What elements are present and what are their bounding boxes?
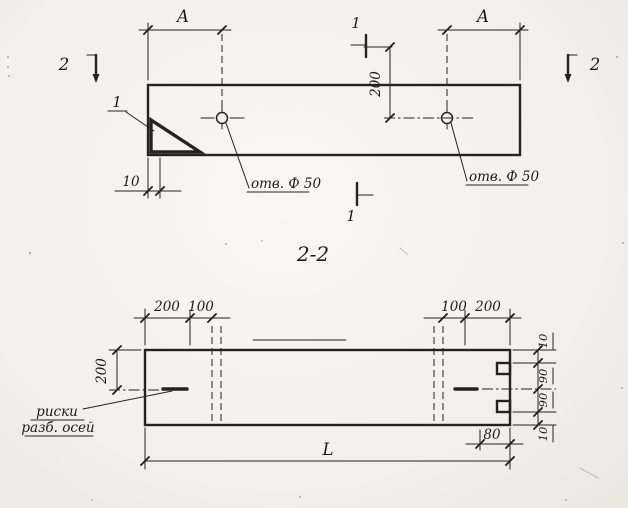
beam-outline-section: [143, 348, 512, 427]
dim-10-top-label: 10: [536, 334, 550, 349]
hole-callout-right: отв. Ф 50: [450, 122, 539, 186]
section-mark-2-left: 2: [58, 53, 100, 83]
dim-200-label: 200: [368, 71, 384, 98]
dim-height-200: 200: [94, 345, 159, 395]
section2-left-label: 2: [58, 55, 70, 74]
dim-200-vertical: 200: [363, 42, 395, 123]
callout-leader-line: [82, 390, 173, 410]
dim-100-right-label: 100: [441, 299, 467, 315]
marks-label-line2: разб. осей: [21, 420, 94, 436]
tick-mark: [217, 25, 227, 35]
callout-leader-line: [450, 122, 468, 182]
dim-200-right-label: 200: [474, 299, 501, 315]
dim-length-L: L: [140, 427, 515, 470]
dim-10: 10: [114, 157, 182, 199]
hole-circle: [215, 111, 229, 125]
tick-mark: [155, 186, 165, 196]
dim-100-left-label: 100: [188, 299, 214, 315]
section-view: 2-2 200 100 100 200: [21, 242, 557, 470]
dim-height-label: 200: [94, 358, 110, 385]
scan-noise: [7, 55, 624, 501]
dim-200-left-label: 200: [153, 299, 180, 315]
dim-10-label: 10: [122, 174, 140, 190]
tick-mark: [143, 186, 153, 196]
tick-mark: [533, 407, 543, 417]
top-view: 1 A: [58, 7, 601, 225]
section-mark-1-bottom: 1: [346, 181, 374, 225]
tick-mark: [533, 420, 543, 430]
tick-mark: [385, 42, 395, 52]
tick-mark: [505, 313, 515, 323]
dim-80: 80: [465, 427, 524, 451]
tick-mark: [533, 384, 543, 394]
tick-mark: [533, 358, 543, 368]
section1-bottom-label: 1: [346, 207, 356, 225]
corner-callout-label: 1: [112, 93, 122, 111]
dims-top-right: 100 200: [423, 299, 522, 346]
tick-mark: [185, 313, 195, 323]
tick-mark: [207, 313, 217, 323]
tick-mark: [475, 439, 485, 449]
tick-mark: [112, 345, 122, 355]
callout-leader-line: [125, 111, 155, 132]
dim-length-label: L: [322, 440, 334, 459]
section-arrow: [564, 74, 572, 83]
callout-leader-line: [225, 122, 250, 189]
dims-right-stack: 10 90 90 10: [512, 332, 557, 443]
marks-label-line1: риски: [36, 404, 78, 420]
dim-90-upper-label: 90: [536, 369, 550, 384]
tick-mark: [140, 313, 150, 323]
hole-callout-left: отв. Ф 50: [225, 122, 321, 193]
hole-left: [200, 34, 245, 130]
dim-a-left: A: [138, 7, 232, 81]
tick-mark: [385, 113, 395, 123]
tick-mark: [533, 345, 543, 355]
dim-90-lower-label: 90: [536, 393, 550, 408]
section-mark-1-top: 1: [350, 14, 368, 59]
section-view-title: 2-2: [296, 242, 329, 266]
dim-a-right-label: A: [475, 7, 489, 26]
corner-triangle-detail: [149, 116, 206, 154]
section-arrow: [92, 74, 100, 83]
section-mark-2-right: 2: [564, 53, 601, 83]
tick-mark: [460, 313, 470, 323]
section2-right-label: 2: [589, 55, 601, 74]
dim-a-right: A: [437, 7, 529, 81]
tick-mark: [140, 456, 150, 466]
marks-callout: риски разб. осей: [21, 390, 173, 437]
tick-mark: [143, 25, 153, 35]
hole-right: [384, 34, 474, 130]
corner-callout: 1: [107, 93, 155, 132]
notch-bottom: [495, 399, 512, 414]
tick-mark: [438, 313, 448, 323]
beam-outline-plan: [146, 83, 522, 157]
dim-a-left-label: A: [175, 7, 189, 26]
notch-top: [495, 361, 512, 376]
dims-top-left: 200 100: [133, 299, 231, 346]
dim-80-label: 80: [483, 427, 501, 443]
hole-right-label: отв. Ф 50: [469, 169, 539, 185]
tick-mark: [505, 456, 515, 466]
tick-mark: [442, 25, 452, 35]
hole-left-label: отв. Ф 50: [251, 176, 321, 192]
tick-mark: [515, 25, 525, 35]
section1-top-label: 1: [351, 14, 361, 32]
dim-10-bottom-label: 10: [536, 427, 550, 442]
